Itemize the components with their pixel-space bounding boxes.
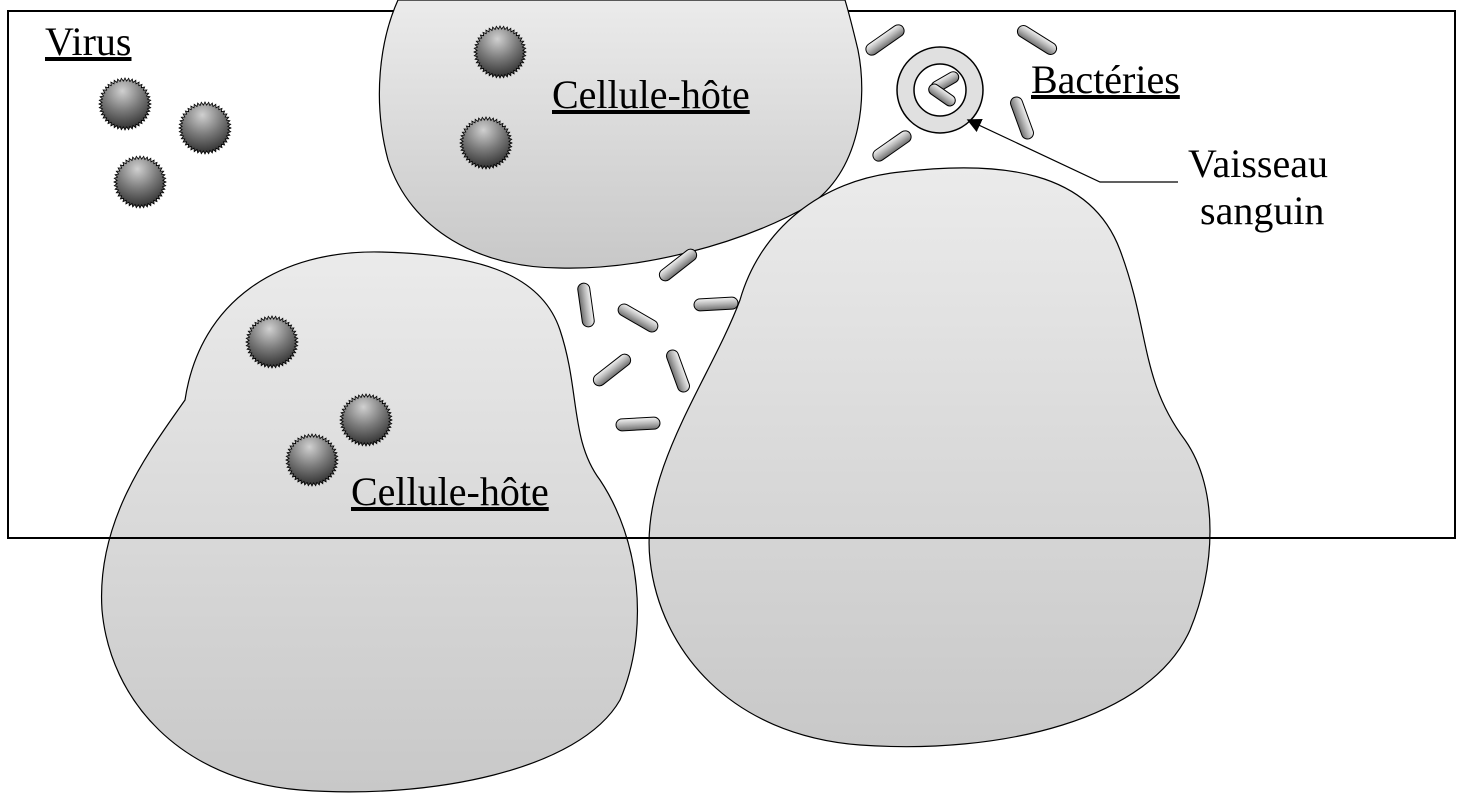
label-vessel-line1: Vaisseau — [1188, 141, 1328, 186]
label-virus: Virus — [45, 19, 131, 64]
rod-bacterium-icon — [577, 282, 595, 328]
rod-bacterium-icon — [617, 303, 659, 333]
bacterium-in-vessel-icon — [928, 83, 956, 107]
rod-bacterium-icon — [1010, 96, 1034, 140]
host-cell-left — [100, 251, 639, 793]
spiky-virus-icon — [459, 116, 513, 170]
spiky-virus-icon — [245, 315, 299, 369]
arrow-pointer-icon — [966, 118, 1178, 183]
bacteria-group — [577, 24, 1058, 432]
spiky-virus-icon — [473, 25, 527, 79]
rod-bacterium-icon — [865, 24, 905, 56]
rod-bacterium-icon — [1016, 25, 1058, 55]
spiky-virus-icon — [178, 101, 232, 155]
label-host-cell-top: Cellule-hôte — [552, 72, 750, 117]
rod-bacterium-icon — [872, 130, 912, 162]
label-vessel-line2: sanguin — [1200, 188, 1324, 233]
blood-vessel-icon — [896, 46, 984, 134]
spiky-virus-icon — [113, 155, 167, 209]
spiky-virus-icon — [98, 77, 152, 131]
spiky-virus-icon — [285, 433, 339, 487]
label-bacteria: Bactéries — [1031, 57, 1180, 102]
rod-bacterium-icon — [615, 416, 661, 432]
virus-group — [98, 25, 527, 487]
label-host-cell-left: Cellule-hôte — [351, 469, 549, 514]
rod-bacterium-icon — [592, 353, 632, 387]
rod-bacterium-icon — [666, 349, 690, 393]
rod-bacterium-icon — [693, 296, 739, 312]
spiky-virus-icon — [339, 393, 393, 447]
host-cell-right — [648, 167, 1211, 748]
rod-bacterium-icon — [658, 248, 698, 282]
